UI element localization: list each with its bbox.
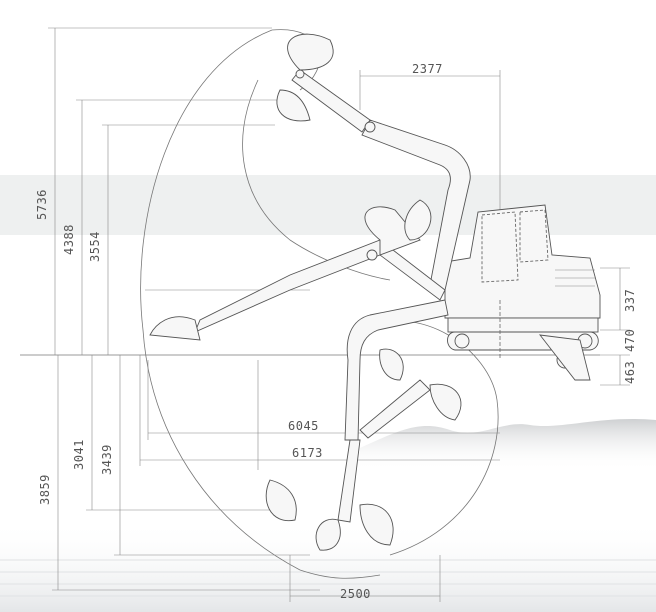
bucket-high [287, 33, 334, 71]
arm-low-2 [359, 379, 431, 439]
bucket-low-2 [429, 383, 462, 421]
mountain-range [360, 418, 656, 470]
swing-frame [447, 317, 599, 333]
left-dimension-lines [48, 27, 320, 591]
lower-inner-arc [359, 320, 499, 556]
dim-max-dump-height: 4388 [62, 224, 76, 255]
dozer-blade [538, 334, 591, 381]
boom-high-position [276, 33, 471, 291]
bucket-high-curled [276, 89, 311, 122]
bucket-low-4 [359, 503, 394, 546]
dim-max-dig-depth: 3859 [38, 474, 52, 505]
dim-blade-offset: 470 [623, 329, 637, 352]
boom-mid-position [149, 199, 446, 341]
bucket-low-3 [265, 479, 297, 522]
excavator-body [444, 204, 601, 381]
bucket-low [315, 518, 341, 551]
boom-high [361, 119, 471, 291]
dim-blade-height: 337 [623, 289, 637, 312]
dimension-labels: 2377 5736 4388 3554 3859 3041 3439 6045 … [35, 62, 637, 601]
outer-reach-arc [140, 29, 301, 571]
dim-blade-depth: 463 [623, 361, 637, 384]
idler-wheel [454, 333, 470, 349]
bucket-low-5 [379, 348, 404, 381]
bucket-mid-far [149, 316, 201, 341]
inner-arc [242, 79, 391, 281]
mist-band-top [0, 175, 656, 235]
dim-max-dig-height: 5736 [35, 189, 49, 220]
bottom-arc [299, 569, 381, 579]
dim-dig-depth-2: 3439 [100, 444, 114, 475]
dim-ground-reach: 6045 [288, 419, 319, 433]
arm-high [291, 69, 371, 133]
dim-dump-height-2: 3554 [88, 231, 102, 262]
right-dimension-lines [600, 267, 630, 386]
dim-bottom-width: 2500 [340, 587, 371, 601]
arm-low [337, 439, 361, 523]
cab-window-side [519, 209, 549, 263]
cab-window-front [481, 211, 519, 283]
boom-low-position [265, 299, 462, 551]
dim-max-reach: 6173 [292, 446, 323, 460]
dim-top-width: 2377 [412, 62, 443, 76]
dim-vertical-wall-depth: 3041 [72, 439, 86, 470]
bucket-mid-near [404, 199, 432, 241]
